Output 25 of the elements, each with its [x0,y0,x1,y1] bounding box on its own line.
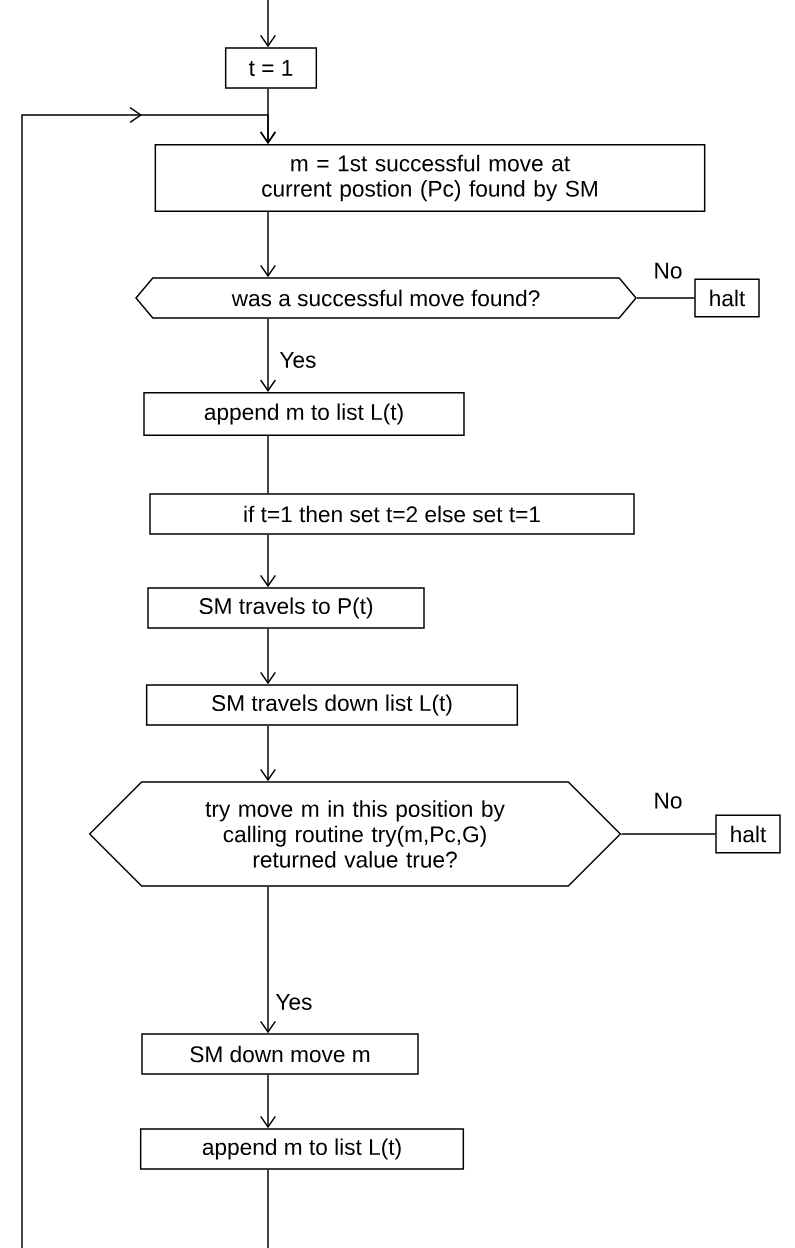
edge-label: Yes [275,994,312,1010]
halt-box: halt [715,814,781,854]
process-box: SM down move m [141,1033,419,1075]
process-box: SM travels to P(t) [147,587,425,629]
edge-label: No [655,792,682,809]
halt-box: halt [694,278,760,318]
arrow [259,0,277,48]
process-box: append m to list L(t) [139,1128,465,1170]
edge-label: No [655,262,682,279]
process-box: t = 1 [224,47,318,89]
process-box: append m to list L(t) [143,391,465,437]
arrow [259,534,277,588]
arrow [259,886,277,1034]
process-box: SM travels down list L(t) [145,684,519,726]
arrow [21,106,277,1248]
decision-hexagon: was a successful move found? [135,277,637,319]
edge-label: Yes [279,352,316,368]
arrow [259,628,277,685]
process-box: if t=1 then set t=2 else set t=1 [149,493,635,535]
arrow [259,318,277,392]
process-box: m = 1st successful move at current postion (Pc) found by SM [154,143,706,213]
arrow [259,211,277,278]
arrow [259,725,277,782]
arrow [259,1074,277,1129]
decision-hexagon: try move m in this position by calling routine try(m,Pc,G) returned value true? [88,781,622,887]
